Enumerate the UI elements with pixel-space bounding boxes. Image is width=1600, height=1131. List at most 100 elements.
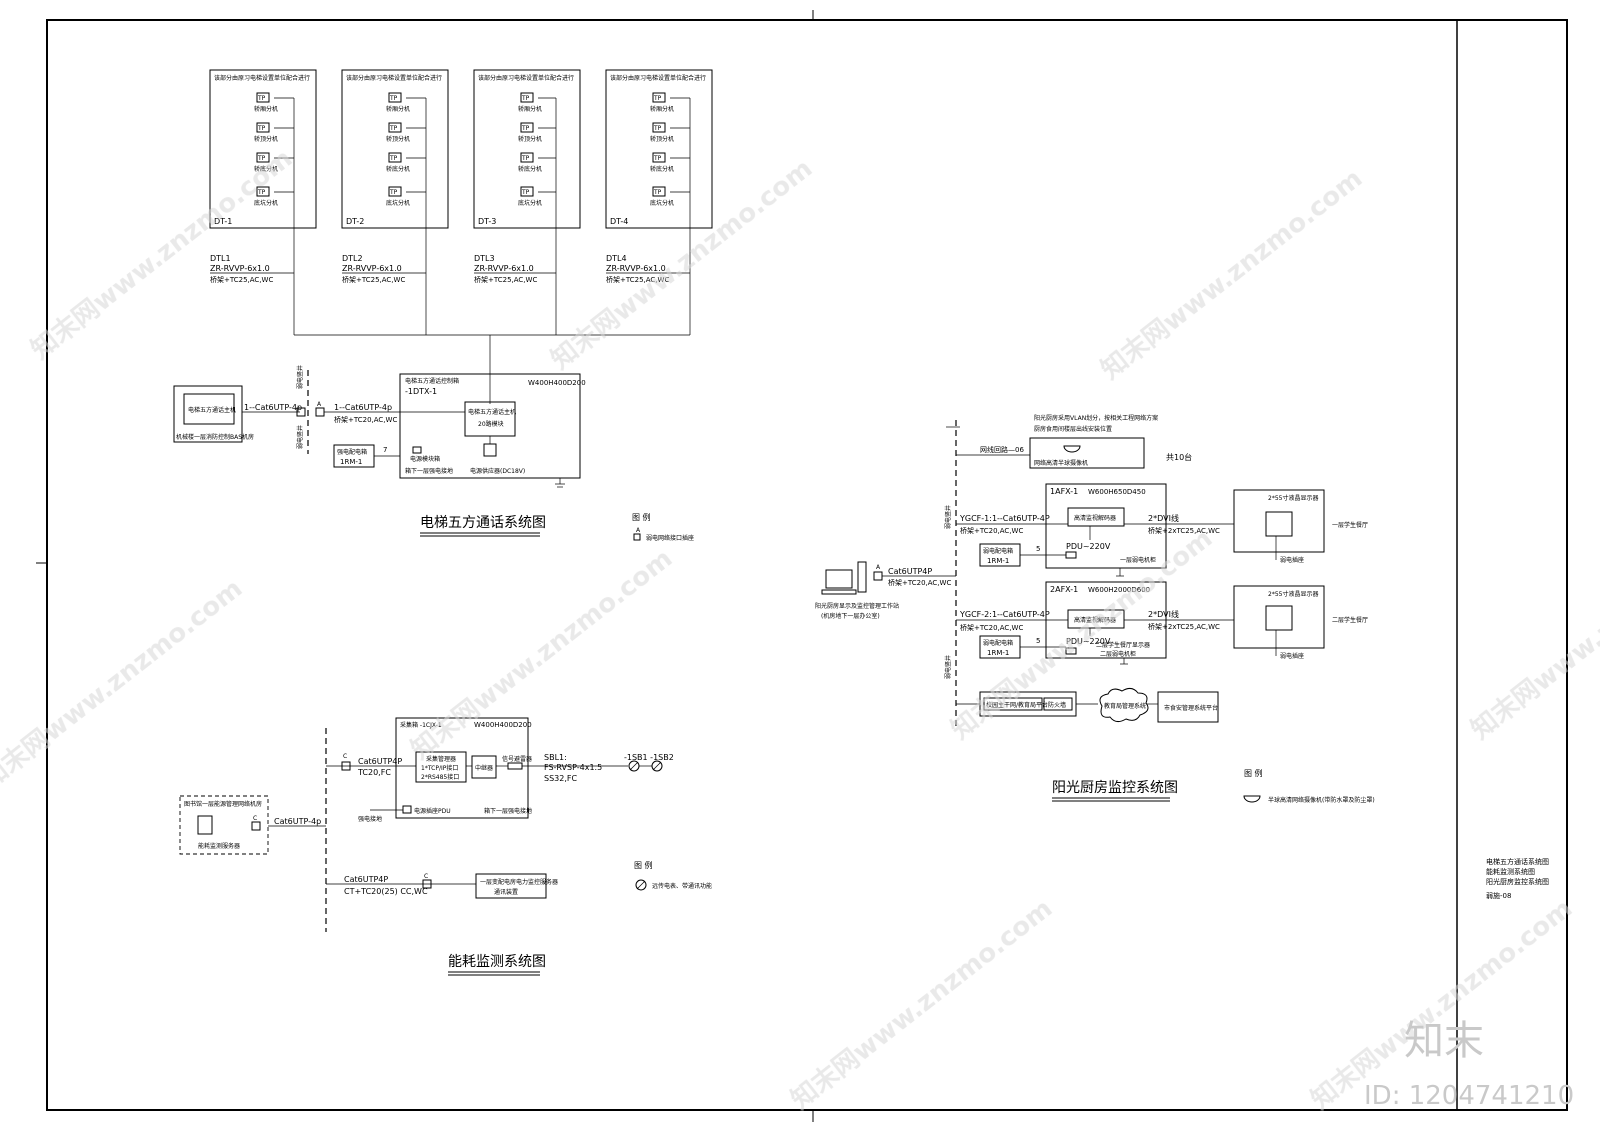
meter-count: 5 bbox=[1036, 545, 1040, 553]
cam-count: 共10台 bbox=[1166, 452, 1192, 462]
energy-box bbox=[395, 717, 529, 819]
tp-icon: TP bbox=[521, 95, 530, 102]
workstation-note: (机房地下一层办公室) bbox=[821, 612, 880, 620]
tp-icon: TP bbox=[521, 155, 530, 162]
shaft-label: 弱电竖井 bbox=[296, 365, 304, 389]
converter-box bbox=[471, 755, 497, 779]
panel-id: 1AFX-1 bbox=[1050, 487, 1078, 496]
tp-icon: TP bbox=[257, 125, 266, 132]
energy-bottom-cable: Cat6UTP4P bbox=[344, 875, 388, 884]
elevator-desk: 电梯五方通话主机 机械楼一层消防控制BAS机房 1--Cat6UTP-4p A … bbox=[173, 365, 465, 468]
legend-item: 弱电网络接口插座 bbox=[646, 534, 694, 542]
out-route: 桥架+2xTC25,AC,WC bbox=[1148, 622, 1220, 631]
screen-power: 弱电插座 bbox=[1280, 556, 1304, 564]
cable-spec: ZR-RVVP-6x1.0 bbox=[474, 264, 534, 273]
energy-in-route: TC20,FC bbox=[357, 768, 391, 777]
circuit-id: DTL2 bbox=[342, 254, 363, 263]
cable-route: 桥架+TC25,AC,WC bbox=[210, 275, 273, 284]
camera-note-2: 厨房食用间楼层出线安装位置 bbox=[1034, 425, 1112, 433]
legend-title: 图 例 bbox=[632, 512, 651, 522]
elevator-cabinet: 电梯五方通话控制箱 -1DTX-1 W400H400D200 电梯五方通话主机 … bbox=[399, 373, 586, 488]
title-block: 电梯五方通话系统图 能耗监测系统图 阳光厨房监控系统图 弱施-08 bbox=[1486, 857, 1549, 900]
sheet-frame bbox=[36, 10, 1568, 1122]
elevator-legend: 图 例 A 弱电网络接口插座 bbox=[632, 512, 694, 542]
set-label: 底坑分机 bbox=[254, 199, 278, 207]
camera-box bbox=[1029, 437, 1145, 469]
port-a: A bbox=[317, 401, 322, 408]
meter-count: 5 bbox=[1036, 637, 1040, 645]
set-label: 轿顶分机 bbox=[650, 135, 674, 143]
out-route: 桥架+2xTC25,AC,WC bbox=[1148, 526, 1220, 535]
server-icon bbox=[197, 815, 213, 835]
food-platform-label: 市食安管理系统平台 bbox=[1164, 704, 1218, 712]
workstation: 阳光厨房显示及监控管理工作站 (机房地下一层办公室) A Cat6UTP4P 桥… bbox=[815, 561, 956, 620]
energy-legend: 图 例 远传电表、带通讯功能 bbox=[634, 860, 712, 891]
cable-route: 桥架+TC25,AC,WC bbox=[474, 275, 537, 284]
set-label: 轿底分机 bbox=[386, 165, 410, 173]
jack-icon bbox=[422, 879, 432, 889]
energy-desk-cable: Cat6UTP-4p bbox=[274, 817, 321, 826]
set-label: 底坑分机 bbox=[518, 199, 542, 207]
screen-label: 2*55寸液晶显示器 bbox=[1268, 494, 1318, 502]
set-label: 轿顶分机 bbox=[386, 135, 410, 143]
energy-bottom-box bbox=[475, 873, 547, 899]
energy-system: 采集箱 -1CJX-1 W400H400D200 采集管理器 1*TCP/IP接… bbox=[179, 717, 712, 976]
titleblock-line-2: 能耗监测系统图 bbox=[1486, 867, 1535, 876]
cabinet-id: -1DTX-1 bbox=[405, 387, 437, 396]
screen-power: 弱电插座 bbox=[1280, 652, 1304, 660]
host-box bbox=[464, 401, 516, 437]
tp-icon: TP bbox=[389, 189, 398, 196]
cabin-header: 该部分由原习电梯设置单位配合进行 bbox=[346, 74, 442, 82]
energy-desk bbox=[179, 795, 269, 855]
cabin-name: DT-2 bbox=[346, 217, 364, 226]
panel-note-2: 二层学生餐厅显示器 bbox=[1096, 641, 1150, 649]
decoder-box bbox=[1067, 609, 1125, 629]
signal-label: 信号避雷器 bbox=[502, 755, 532, 763]
jack-icon bbox=[251, 821, 261, 831]
tp-icon: TP bbox=[257, 155, 266, 162]
cable-spec: ZR-RVVP-6x1.0 bbox=[210, 264, 270, 273]
meter-label: 弱电配电箱 bbox=[983, 547, 1013, 555]
tp-icon: TP bbox=[389, 125, 398, 132]
legend-item: 远传电表、带通讯功能 bbox=[652, 882, 712, 890]
set-label: 轿底分机 bbox=[518, 165, 542, 173]
cable-spec: ZR-RVVP-6x1.0 bbox=[342, 264, 402, 273]
kitchen-panel-1: 1AFX-1 W600H650D450 高清监视解码器 PDU~220V 一层弱… bbox=[956, 483, 1234, 577]
host-model: 20路模块 bbox=[478, 420, 504, 428]
pdu-icon bbox=[1065, 551, 1077, 559]
set-label: 轿底分机 bbox=[650, 165, 674, 173]
energy-bottom-label: 一层变配电房电力监控服务器 bbox=[480, 878, 558, 886]
screen-note: 二层学生餐厅 bbox=[1332, 616, 1368, 624]
desk-note: 机械楼一层消防控制BAS机房 bbox=[176, 433, 254, 441]
watermark-text: 知末网www.znzmo.com bbox=[1466, 523, 1600, 745]
meter-id: 1RM-1 bbox=[340, 458, 362, 466]
meter-id: 1RM-1 bbox=[987, 649, 1009, 657]
pdu-icon bbox=[402, 805, 412, 814]
screen-2 bbox=[1233, 585, 1325, 649]
cabinet-size: W400H400D200 bbox=[528, 379, 586, 387]
tower-icon bbox=[857, 561, 867, 593]
screen-note: 一层学生餐厅 bbox=[1332, 521, 1368, 529]
power-supply-icon bbox=[483, 443, 497, 457]
meter-id: 1RM-1 bbox=[987, 557, 1009, 565]
tp-icon: TP bbox=[653, 189, 662, 196]
elevator-cabin-3: 该部分由原习电梯设置单位配合进行 DT-3 TP TP TP TP 轿厢分机 轿… bbox=[473, 69, 581, 335]
tp-icon: TP bbox=[653, 125, 662, 132]
cabin-header: 该部分由原习电梯设置单位配合进行 bbox=[610, 74, 706, 82]
jack-icon bbox=[341, 761, 351, 771]
elevator-cabin-4: 该部分由原习电梯设置单位配合进行 DT-4 TP TP TP TP 轿厢分机 轿… bbox=[605, 69, 713, 335]
power-note: 箱下一层强电接地 bbox=[405, 467, 453, 475]
set-label: 轿底分机 bbox=[254, 165, 278, 173]
watermark-text: 知末网www.znzmo.com bbox=[546, 153, 818, 375]
campus-network-label: 校园主干网/教育局平台 bbox=[986, 701, 1048, 709]
cloud-icon bbox=[1099, 687, 1149, 723]
pdu-label: PDU~220V bbox=[1066, 542, 1111, 551]
watermark-text: 知末网www.znzmo.com bbox=[1096, 163, 1368, 385]
energy-desk-title: 图书馆一层能源管理网络机房 bbox=[184, 800, 262, 808]
elevator-system: 该部分由原习电梯设置单位配合进行 DT-1 TP TP TP TP 轿厢分机 轿… bbox=[173, 69, 713, 542]
cable-spec: ZR-RVVP-6x1.0 bbox=[606, 264, 666, 273]
power-supply: 电源供应器(DC18V) bbox=[470, 467, 525, 475]
circuit-id: DTL3 bbox=[474, 254, 495, 263]
energy-desk-label: 能耗监测服务器 bbox=[198, 842, 240, 850]
